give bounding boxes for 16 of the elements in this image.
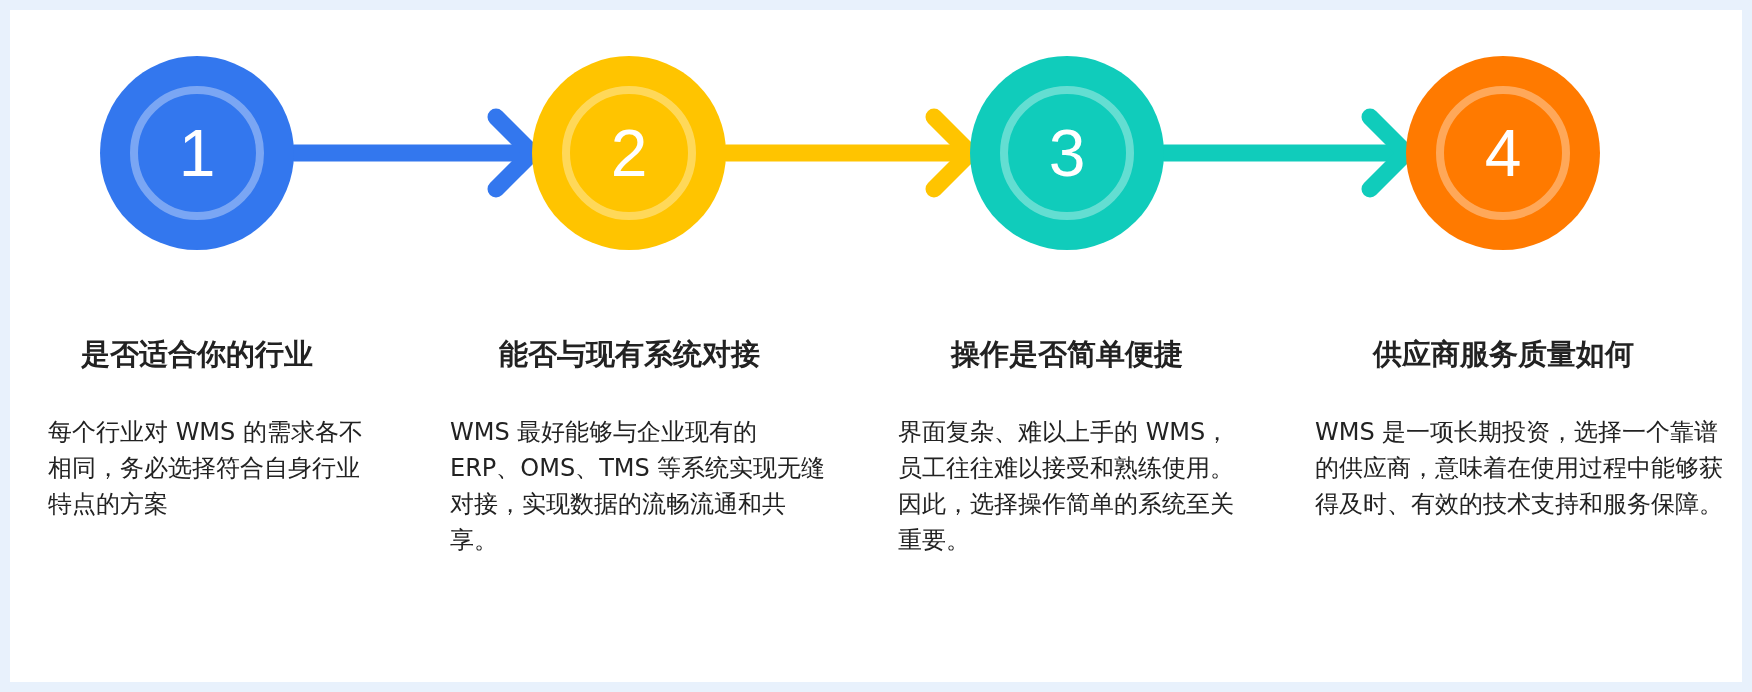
- step-description: WMS 是一项长期投资，选择一个靠谱的供应商，意味着在使用过程中能够获得及时、有效的技术支持和服务保障。: [1315, 417, 1724, 520]
- step-circle: [532, 56, 726, 250]
- step-number: 3: [1047, 115, 1087, 192]
- step-circle: [970, 56, 1164, 250]
- step-title: 能否与现有系统对接: [497, 336, 761, 373]
- step-description: 界面复杂、难以上手的 WMS，员工往往难以接受和熟练使用。因此，选择操作简单的系统至关重要。: [898, 417, 1235, 556]
- step-title: 是否适合你的行业: [80, 336, 314, 373]
- step-description: WMS 最好能够与企业现有的 ERP、OMS、TMS 等系统实现无缝对接，实现数据的流畅流通和共享。: [450, 417, 827, 556]
- step-number: 4: [1483, 115, 1523, 192]
- step-description: 每个行业对 WMS 的需求各不相同，务必选择符合自身行业特点的方案: [48, 417, 364, 520]
- step-number: 2: [609, 115, 649, 192]
- step-number: 1: [177, 115, 217, 192]
- step-circle: [1406, 56, 1600, 250]
- step-title: 供应商服务质量如何: [1371, 336, 1635, 373]
- step-title: 操作是否简单便捷: [949, 336, 1184, 373]
- step-circle: [100, 56, 294, 250]
